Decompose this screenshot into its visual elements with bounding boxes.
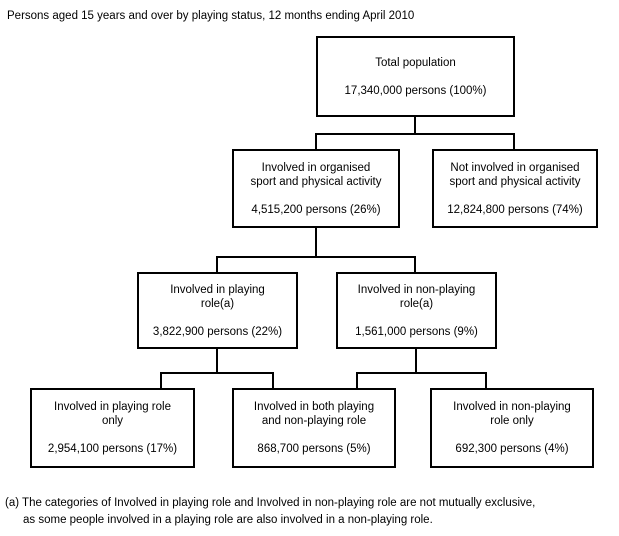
node-total-population-label: Total population	[375, 56, 456, 69]
footnote-line-2: as some people involved in a playing rol…	[23, 514, 433, 526]
node-involved-organised-sport: Involved in organised sport and physical…	[232, 149, 400, 228]
node-involved-playing-role-label: Involved in playing role(a)	[170, 283, 265, 310]
node-not-involved-organised-sport-value: 12,824,800 persons (74%)	[447, 203, 583, 216]
connector-to-involved	[315, 133, 317, 149]
node-non-playing-role-only-label: Involved in non-playing role only	[453, 401, 571, 427]
node-both-playing-and-non-playing-role-value: 868,700 persons (5%)	[257, 443, 371, 455]
node-total-population-value: 17,340,000 persons (100%)	[344, 84, 487, 97]
node-involved-organised-sport-label: Involved in organised sport and physical…	[250, 161, 382, 188]
connector-playing-bus	[160, 372, 274, 374]
node-involved-organised-sport-value: 4,515,200 persons (26%)	[251, 203, 381, 216]
connector-to-playing	[216, 256, 218, 272]
connector-level2-bus	[216, 256, 416, 258]
connector-to-nonplaying-only	[485, 372, 487, 388]
node-involved-non-playing-role-label: Involved in non-playing role(a)	[357, 283, 476, 310]
node-non-playing-role-only-value: 692,300 persons (4%)	[455, 443, 569, 455]
node-involved-playing-role: Involved in playing role(a) 3,822,900 pe…	[137, 272, 298, 349]
node-both-playing-and-non-playing-role-label: Involved in both playing and non-playing…	[253, 401, 375, 427]
node-total-population: Total population 17,340,000 persons (100…	[316, 36, 515, 117]
connector-nonplaying-bus	[356, 372, 487, 374]
node-non-playing-role-only: Involved in non-playing role only 692,30…	[430, 388, 594, 468]
page-title: Persons aged 15 years and over by playin…	[7, 10, 415, 22]
connector-to-playing-only	[160, 372, 162, 388]
footnote: (a) The categories of Involved in playin…	[5, 495, 615, 529]
connector-level1-bus	[315, 133, 515, 135]
node-not-involved-organised-sport: Not involved in organised sport and phys…	[432, 149, 598, 228]
connector-involved-stem	[315, 228, 317, 256]
connector-total-stem	[414, 117, 416, 135]
node-not-involved-organised-sport-label: Not involved in organised sport and phys…	[449, 161, 581, 188]
node-involved-non-playing-role-value: 1,561,000 persons (9%)	[355, 325, 478, 338]
connector-to-not-involved	[513, 133, 515, 149]
node-involved-non-playing-role: Involved in non-playing role(a) 1,561,00…	[336, 272, 497, 349]
footnote-line-1: (a) The categories of Involved in playin…	[5, 497, 536, 509]
node-playing-role-only: Involved in playing role only 2,954,100 …	[30, 388, 195, 468]
connector-playing-to-both	[272, 372, 274, 388]
node-both-playing-and-non-playing-role: Involved in both playing and non-playing…	[232, 388, 396, 468]
connector-nonplaying-to-both	[356, 372, 358, 388]
node-playing-role-only-label: Involved in playing role only	[54, 401, 171, 427]
node-playing-role-only-value: 2,954,100 persons (17%)	[47, 443, 178, 455]
connector-playing-stem	[216, 349, 218, 372]
connector-to-nonplaying	[414, 256, 416, 272]
connector-nonplaying-stem	[415, 349, 417, 372]
node-involved-playing-role-value: 3,822,900 persons (22%)	[152, 325, 283, 338]
